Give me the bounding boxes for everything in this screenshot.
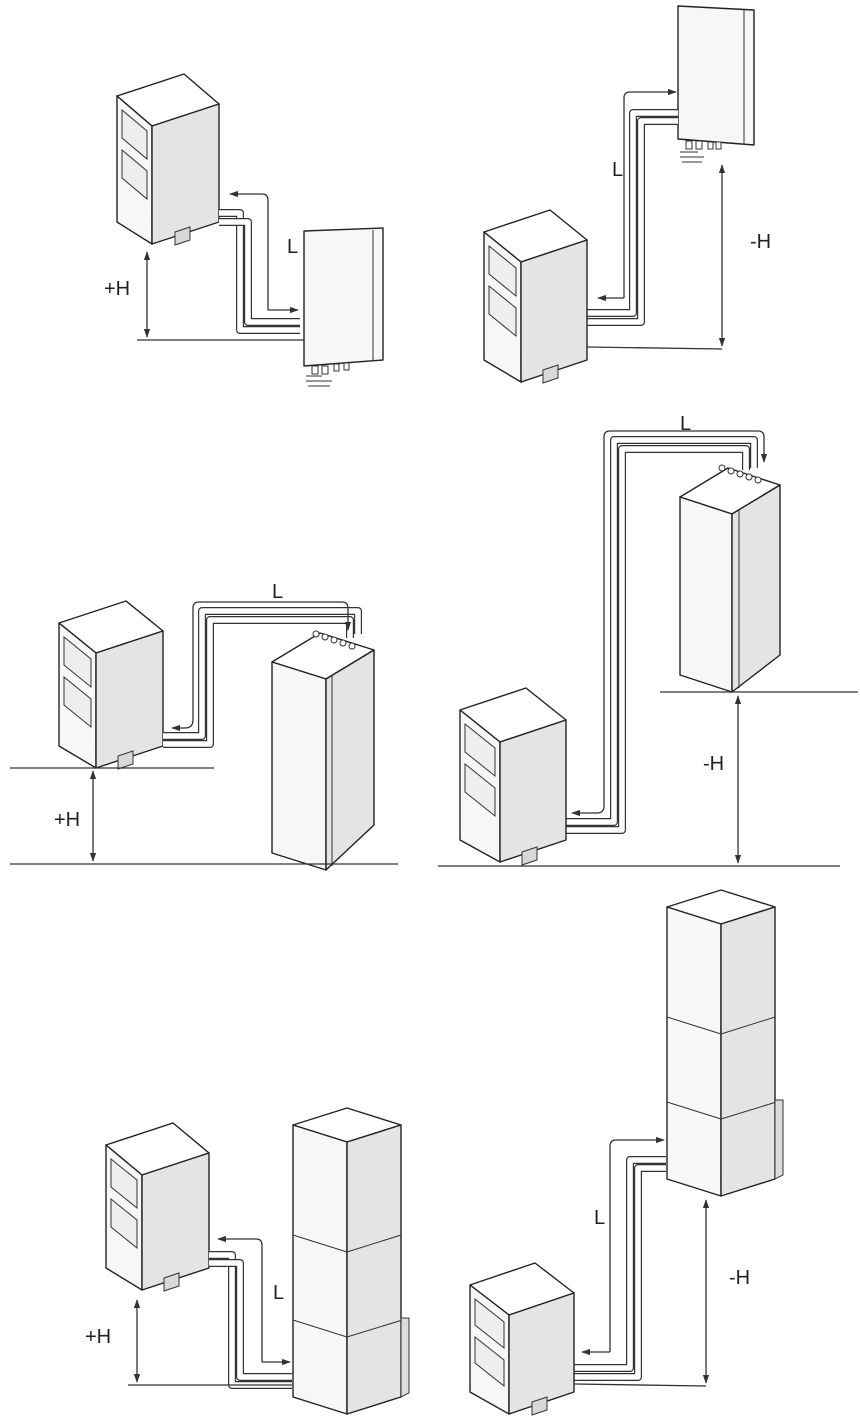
refrigerant-pipes	[219, 209, 300, 334]
panel-wall-unit-positive-height: L +H	[104, 73, 384, 387]
height-label: +H	[54, 809, 80, 831]
length-label: L	[612, 159, 623, 181]
panel-wall-unit-negative-height: L -H	[483, 5, 771, 384]
length-label: L	[287, 236, 298, 258]
service-panel	[174, 226, 191, 246]
fan-window-upper	[474, 1297, 505, 1350]
service-panel	[117, 750, 134, 770]
length-arrow-up	[229, 190, 269, 310]
indoor-tower-unit	[292, 1107, 410, 1415]
fan-window-upper	[110, 1157, 138, 1210]
service-panel	[531, 1396, 548, 1416]
service-panel	[521, 846, 538, 866]
indoor-floor-unit	[679, 464, 781, 693]
fan-window-lower	[110, 1197, 138, 1250]
length-label: L	[680, 413, 691, 435]
fan-window-lower	[121, 148, 148, 201]
fan-window-upper	[121, 108, 148, 161]
outdoor-unit	[469, 1262, 575, 1416]
fan-window-upper	[464, 722, 496, 778]
length-arrow-up	[217, 1235, 263, 1362]
indoor-wall-unit	[677, 5, 755, 163]
fan-window-lower	[474, 1335, 505, 1388]
length-label: L	[273, 1282, 284, 1304]
length-arrow-up	[609, 1136, 665, 1352]
length-arrow-left	[571, 805, 605, 817]
outdoor-unit	[105, 1122, 210, 1292]
panel-tower-unit-negative-height: L -H	[469, 889, 784, 1416]
indoor-wall-unit	[303, 227, 384, 387]
service-panel	[542, 364, 559, 384]
height-label: +H	[85, 1326, 111, 1348]
outdoor-unit	[58, 600, 164, 770]
fan-window-lower	[63, 675, 92, 729]
refrigerant-pipes	[587, 109, 678, 326]
length-arrow-left	[171, 719, 194, 732]
length-arrow-right	[603, 430, 768, 806]
height-label: -H	[703, 753, 724, 775]
fan-window-lower	[464, 762, 496, 818]
panel-floor-unit-negative-height: L -H	[438, 413, 858, 867]
height-label: -H	[729, 1267, 750, 1289]
refrigerant-pipes	[566, 436, 758, 834]
floor-line	[573, 1383, 707, 1387]
length-arrow-right	[192, 601, 352, 720]
floor-line	[586, 346, 723, 350]
panel-floor-unit-positive-height: L +H	[10, 581, 398, 871]
fan-window-lower	[488, 284, 517, 338]
length-arrow-up	[623, 88, 677, 298]
fan-window-upper	[488, 244, 517, 298]
fan-window-upper	[63, 635, 92, 689]
indoor-tower-unit	[666, 889, 784, 1197]
length-label: L	[594, 1207, 605, 1229]
outdoor-unit	[459, 687, 567, 866]
length-label: L	[272, 581, 283, 603]
outdoor-unit	[116, 73, 220, 246]
panel-tower-unit-positive-height: L +H	[85, 1107, 410, 1415]
height-label: -H	[750, 231, 771, 253]
indoor-floor-unit	[271, 630, 375, 871]
refrigerant-pipes	[574, 1156, 666, 1381]
outdoor-unit	[483, 209, 588, 384]
refrigerant-pipes	[209, 1251, 292, 1389]
service-panel	[163, 1272, 180, 1292]
height-label: +H	[104, 278, 130, 300]
